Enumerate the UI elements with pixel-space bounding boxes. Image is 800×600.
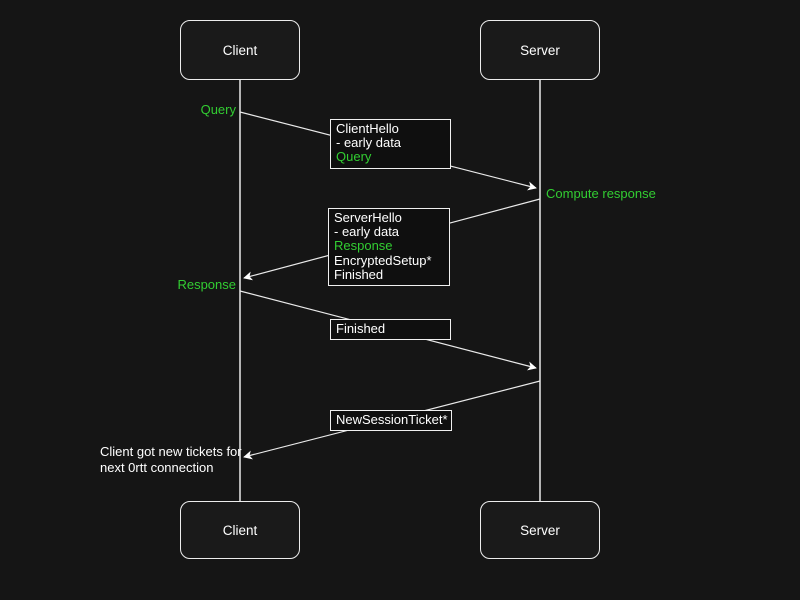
message-box-serverhello: ServerHello - early data Response Encryp… [328,208,450,287]
actor-client-bottom: Client [180,501,300,559]
message-line: - early data [336,135,402,151]
message-line: Response [334,238,393,254]
actor-server-top: Server [480,20,600,80]
message-line: NewSessionTicket* [336,412,448,427]
label-response: Response [177,277,236,292]
message-box-finished: Finished [330,319,451,341]
message-line: - early data [334,224,400,240]
note-new-tickets-line1: Client got new tickets for [100,444,242,459]
actor-server-bottom: Server [480,501,600,559]
actor-server-top-label: Server [520,42,560,58]
actor-client-bottom-label: Client [222,522,258,538]
note-new-tickets-line2: next 0rtt connection [100,459,214,475]
label-compute-response: Compute response [546,186,656,201]
message-line: EncryptedSetup* [334,252,432,268]
message-line: ClientHello [336,121,399,136]
message-line: Finished [336,321,386,336]
actor-client-top-label: Client [222,42,258,58]
message-line: Query [336,149,372,165]
message-box-newsessionticket: NewSessionTicket* [330,410,452,432]
label-query: Query [200,102,236,117]
note-new-tickets: Client got new tickets for next 0rtt con… [100,444,242,475]
message-line: Finished [334,266,384,282]
actor-server-bottom-label: Server [520,522,560,538]
actor-client-top: Client [180,20,300,80]
message-line: ServerHello [334,210,402,225]
message-box-clienthello: ClientHello - early data Query [330,119,451,169]
